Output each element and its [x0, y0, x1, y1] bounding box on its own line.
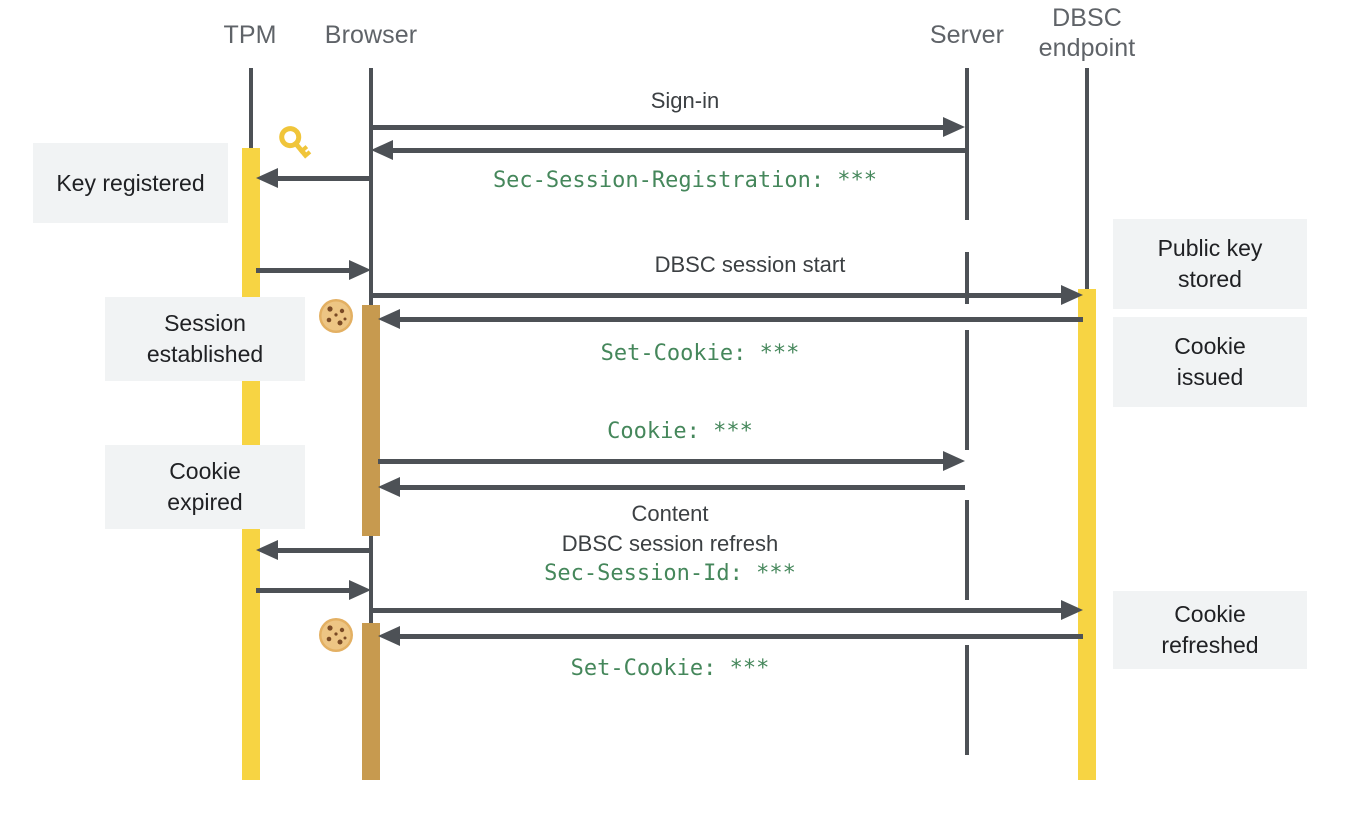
lifeline-server-segment-4: [965, 500, 969, 600]
key-icon: [276, 124, 316, 164]
note-public-key-stored: Public key stored: [1113, 219, 1307, 309]
message-label-set-cookie-1: Set-Cookie: ***: [600, 341, 800, 366]
arrow-sign-in: [371, 117, 965, 137]
note-cookie-expired: Cookie expired: [105, 445, 305, 529]
lifeline-server-segment-3: [965, 330, 969, 450]
lifeline-server-segment-2: [965, 252, 969, 304]
message-label-sec-session-id: Sec-Session-Id: ***: [544, 561, 796, 586]
participant-header-browser: Browser: [324, 21, 418, 49]
message-label-content: Content: [631, 501, 709, 526]
arrow-dbsc-session-start: [371, 285, 1083, 305]
cookie-icon: [316, 615, 356, 655]
note-session-established: Session established: [105, 297, 305, 381]
arrow-content: [378, 477, 965, 497]
message-label-sec-session-registration: Sec-Session-Registration: ***: [492, 168, 878, 193]
note-cookie-issued: Cookie issued: [1113, 317, 1307, 407]
arrow-cookie-request: [378, 451, 965, 471]
participant-header-dbsc-endpoint: DBSC endpoint: [1038, 4, 1136, 62]
activation-bar-dbsc-endpoint: [1078, 289, 1096, 780]
lifeline-dbsc-endpoint: [1085, 68, 1089, 293]
arrow-refresh-to-dbsc: [371, 600, 1083, 620]
arrow-register-key: [256, 168, 371, 188]
message-label-cookie-request: Cookie: ***: [607, 419, 753, 444]
arrow-set-cookie-2: [378, 626, 1083, 646]
message-label-sign-in: Sign-in: [650, 88, 720, 113]
message-label-dbsc-session-start: DBSC session start: [654, 252, 846, 277]
lifeline-server-segment-1: [965, 68, 969, 220]
arrow-dbsc-session-refresh: [256, 540, 371, 560]
participant-header-server: Server: [929, 21, 1005, 49]
cookie-icon: [316, 296, 356, 336]
lifeline-tpm: [249, 68, 253, 150]
arrow-sign-in-response: [371, 140, 965, 160]
arrow-sec-session-id: [256, 580, 371, 600]
lifeline-server-segment-5: [965, 645, 969, 755]
message-label-set-cookie-2: Set-Cookie: ***: [570, 656, 770, 681]
message-label-dbsc-session-refresh: DBSC session refresh: [561, 531, 779, 556]
participant-header-tpm: TPM: [223, 21, 277, 49]
note-cookie-refreshed: Cookie refreshed: [1113, 591, 1307, 669]
activation-bar-browser-session: [362, 305, 380, 536]
arrow-key-to-browser: [256, 260, 371, 280]
note-key-registered: Key registered: [33, 143, 228, 223]
activation-bar-browser-refresh: [362, 623, 380, 780]
arrow-set-cookie-1: [378, 309, 1083, 329]
